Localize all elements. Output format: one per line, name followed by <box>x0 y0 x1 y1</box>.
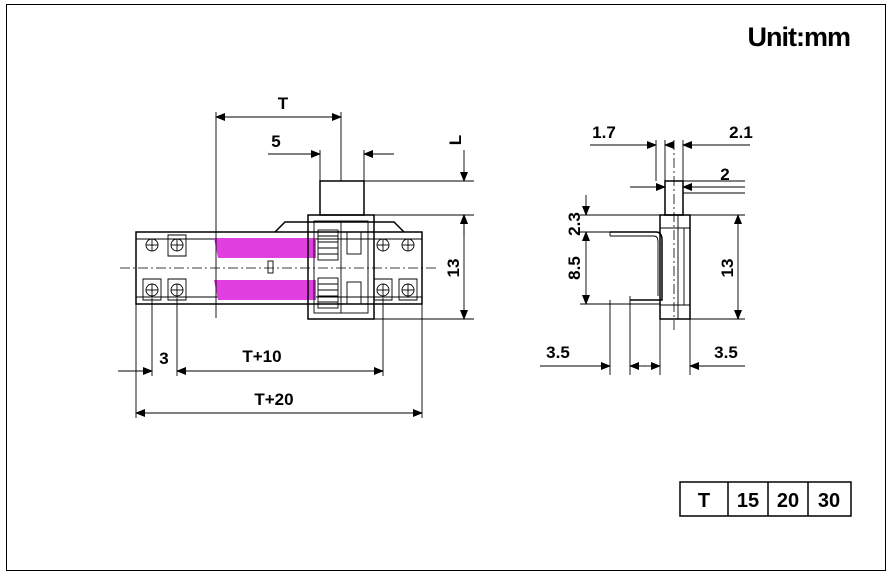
table-cell-15: 15 <box>737 490 759 512</box>
dim-label-3-5-left: 3.5 <box>546 343 570 362</box>
dim-label-3-5-right: 3.5 <box>714 343 738 362</box>
dim-label-13-front: 13 <box>444 259 463 278</box>
dim-label-1-7: 1.7 <box>592 123 616 142</box>
dim-label-T: T <box>278 94 289 113</box>
dim-label-13-side: 13 <box>718 259 737 278</box>
slider-knob <box>307 180 375 320</box>
resistive-track-upper <box>214 238 316 258</box>
terminal-lead-upper <box>610 231 663 301</box>
dim-label-2-3: 2.3 <box>565 212 584 236</box>
drawing-frame <box>6 4 886 571</box>
dim-label-2-1: 2.1 <box>729 123 753 142</box>
top-bevel <box>274 221 405 233</box>
table-cell-20: 20 <box>777 490 799 512</box>
front-view: T 5 L 13 3 T+10 T+20 <box>118 94 474 418</box>
t-value-table: T 15 20 30 <box>679 481 852 517</box>
table-cell-30: 30 <box>818 490 840 512</box>
resistive-track-lower <box>214 280 316 300</box>
dim-label-L: L <box>446 135 465 145</box>
side-view: 1.7 2.1 2 2.3 8.5 13 3.5 3.5 <box>540 123 753 375</box>
mounting-holes <box>142 234 418 301</box>
table-header-t: T <box>698 490 710 512</box>
dim-label-5: 5 <box>271 132 280 151</box>
dim-label-2: 2 <box>720 165 729 184</box>
unit-label: Unit:mm <box>748 22 851 52</box>
dim-label-t-plus-10: T+10 <box>242 347 281 366</box>
dim-label-8-5: 8.5 <box>565 256 584 280</box>
side-body <box>659 214 691 320</box>
dim-label-3: 3 <box>159 349 168 368</box>
dim-label-t-plus-20: T+20 <box>254 390 293 409</box>
